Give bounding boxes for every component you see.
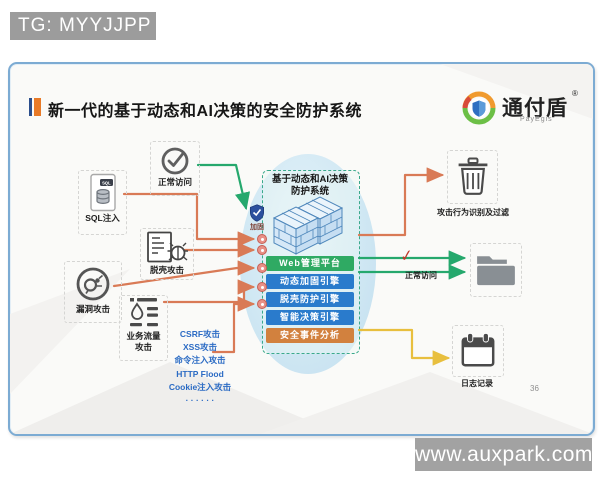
logo-subbrand-text: PayEgis	[520, 116, 553, 123]
source-unpacking-attack: 脱壳攻击	[140, 228, 194, 280]
title-marker-orange	[34, 98, 41, 116]
attack-type-list: CSRF攻击 XSS攻击 命令注入攻击 HTTP Flood Cookie注入攻…	[144, 328, 256, 407]
hardening-label: 加固	[250, 224, 264, 231]
traffic-filter-icon	[129, 298, 158, 327]
output-normal-access-label: 正常访问	[405, 271, 437, 280]
payegis-logo: 通付盾 ® PayEgis	[462, 89, 584, 129]
calendar-icon	[461, 332, 495, 367]
watermark-website: www.auxpark.com	[415, 438, 592, 471]
defense-point-badge	[257, 282, 267, 292]
module-web-platform: Web管理平台	[266, 256, 354, 271]
brick-cube-icon	[273, 196, 343, 255]
source-vulnerability-attack: 漏洞攻击	[64, 261, 122, 323]
defense-system-title: 基于动态和AI决策 防护系统	[271, 174, 348, 197]
vulnerability-bug-icon	[76, 267, 110, 301]
defense-point-badge	[257, 234, 267, 244]
title-marker-blue	[29, 98, 32, 116]
watermark-telegram: TG: MYYJJPP	[10, 12, 156, 40]
normal-access-checkmark: ✓	[398, 247, 415, 266]
svg-text:SQL: SQL	[102, 180, 111, 186]
slide-title: 新一代的基于动态和AI决策的安全防护系统	[48, 103, 363, 120]
defense-point-badge	[257, 299, 267, 309]
output-normal-folder	[470, 243, 522, 297]
source-business-traffic-attack: 业务流量 攻击	[119, 295, 168, 361]
slide: 新一代的基于动态和AI决策的安全防护系统 通付盾 ® PayEgis 基于动态和…	[8, 62, 595, 436]
sql-file-icon: SQL	[89, 173, 116, 212]
payegis-shield-icon	[462, 91, 496, 125]
background-decoration	[10, 64, 593, 434]
hardening-shield-icon	[250, 204, 264, 222]
output-log-record	[452, 325, 504, 377]
list-item-ellipsis: · · · · · ·	[185, 395, 215, 406]
defense-point-badge	[257, 245, 267, 255]
list-item: HTTP Flood	[176, 368, 224, 379]
list-item: CSRF攻击	[179, 329, 221, 339]
defense-point-badge	[257, 263, 267, 273]
folder-icon	[477, 256, 515, 286]
check-circle-icon	[161, 147, 189, 175]
output-log-record-label: 日志记录	[461, 379, 493, 388]
output-attack-filter	[447, 150, 498, 204]
source-normal-access: 正常访问	[150, 141, 200, 196]
page-number: 36	[530, 384, 539, 393]
list-item: 命令注入攻击	[174, 355, 226, 366]
document-bug-icon	[147, 231, 188, 263]
list-item: Cookie注入攻击	[168, 381, 232, 392]
module-intelligent-decision-engine: 智能决策引擎	[266, 310, 354, 325]
trash-icon	[458, 157, 487, 195]
module-anti-unpacking-engine: 脱壳防护引擎	[266, 292, 354, 307]
source-sql-injection: SQL SQL注入	[78, 170, 127, 235]
logo-registered-mark: ®	[572, 89, 578, 98]
module-dynamic-hardening-engine: 动态加固引擎	[266, 274, 354, 289]
logo-brand-text: 通付盾	[502, 97, 568, 120]
module-security-event-analysis: 安全事件分析	[266, 328, 354, 343]
output-attack-filter-label: 攻击行为识别及过滤	[437, 208, 509, 217]
list-item: XSS攻击	[182, 342, 217, 353]
